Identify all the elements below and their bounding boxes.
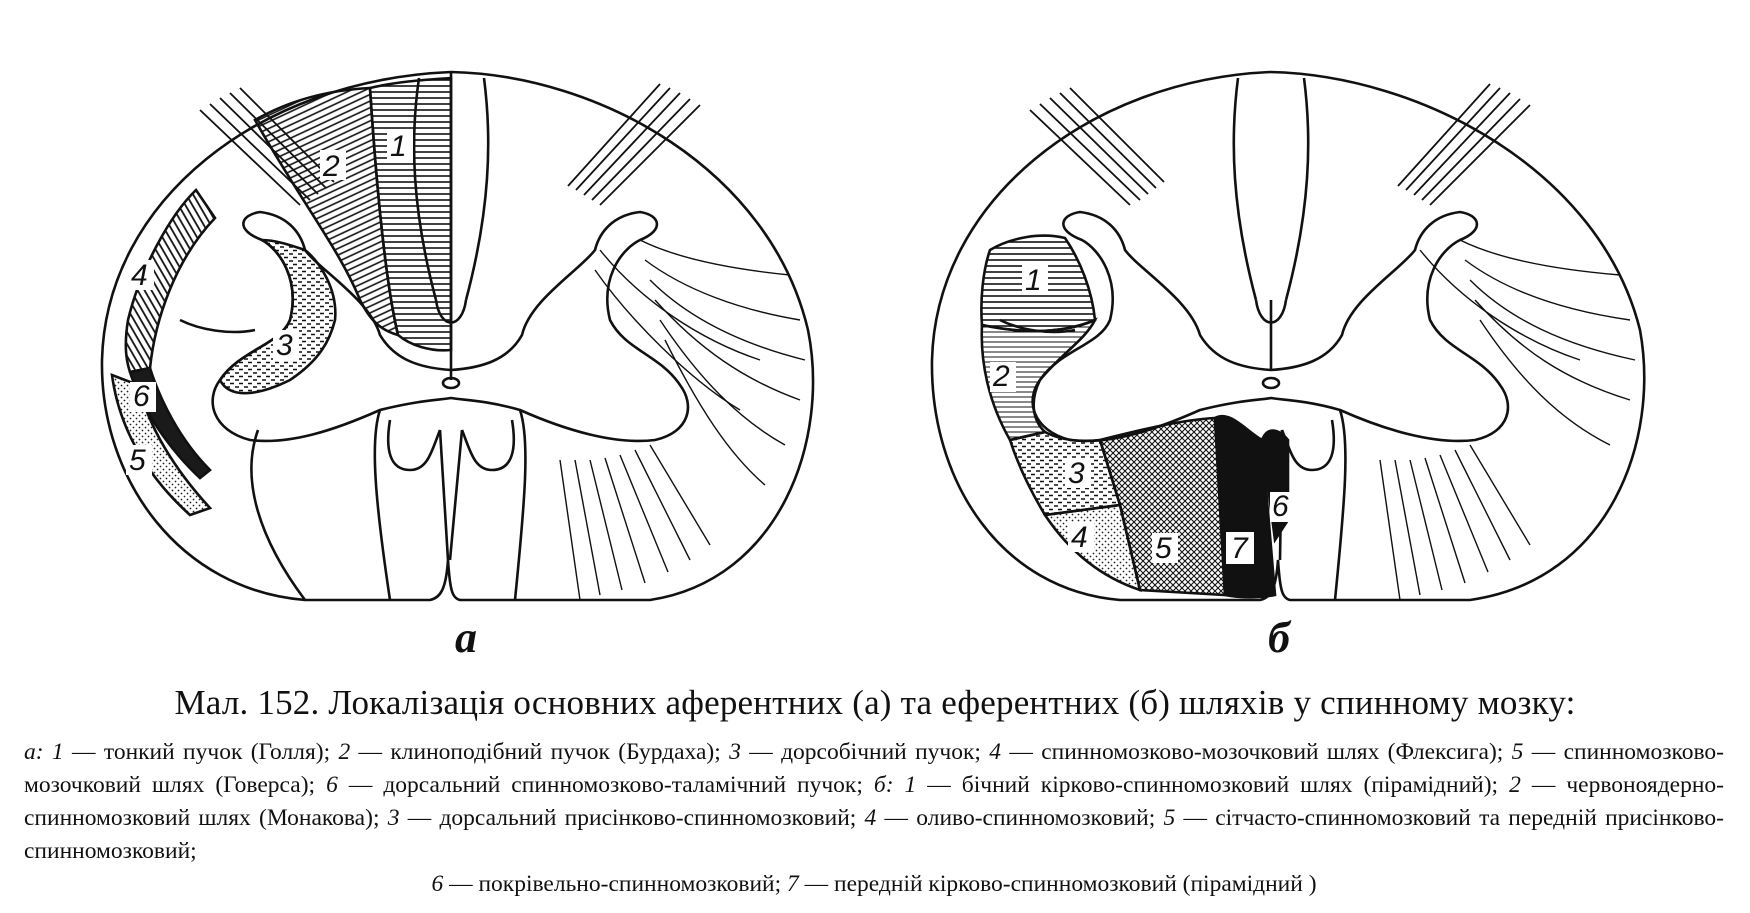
panel-b-label-7: 7 bbox=[1231, 532, 1249, 565]
spinal-cord-figure: 1 2 3 4 5 6 bbox=[100, 70, 1646, 602]
legend-text: — дорсальний спинномозково-таламічний пу… bbox=[337, 772, 874, 798]
legend-num: 6 bbox=[431, 871, 444, 897]
panel-a-label-3: 3 bbox=[276, 329, 293, 362]
legend-text: — дорсальний присінково-спинномозковий; bbox=[399, 805, 865, 831]
panel-b-label-5: 5 bbox=[1155, 532, 1172, 565]
panel-b-label-4: 4 bbox=[1071, 521, 1088, 554]
legend-text: — клиноподібний пучок (Бурдаха); bbox=[350, 739, 730, 765]
legend-text: — тонкий пучок (Голля); bbox=[63, 739, 339, 765]
panel-a-label-5: 5 bbox=[129, 444, 146, 477]
legend-num: 3 bbox=[729, 739, 741, 765]
legend-num: 5 bbox=[1511, 739, 1524, 765]
panel-a bbox=[100, 70, 815, 602]
legend-num: 4 bbox=[864, 805, 877, 831]
legend-num: 2 bbox=[338, 739, 351, 765]
panel-a-grey-matter bbox=[211, 210, 690, 443]
panel-a-label-4: 4 bbox=[131, 259, 148, 292]
legend-text: — спинномозково-мозочковий шлях (Флексиг… bbox=[1001, 739, 1512, 765]
panel-a-label-6: 6 bbox=[133, 380, 150, 413]
legend-text: — спинномозково-мозочковий шлях (Говерса… bbox=[24, 739, 1725, 798]
legend-text: — дорсобічний пучок; bbox=[740, 739, 990, 765]
panel-b-grey-matter bbox=[1031, 210, 1510, 443]
legend-text: — покрівельно-спинномозковий; bbox=[443, 871, 788, 897]
panel-b-label-2: 2 bbox=[992, 360, 1010, 393]
legend-a-prefix: а: bbox=[24, 739, 52, 765]
legend-num: 4 bbox=[989, 739, 1002, 765]
panel-b bbox=[930, 70, 1646, 602]
panel-a-label-1: 1 bbox=[390, 130, 407, 163]
legend-text: — передній кірково-спинномозковий (пірам… bbox=[798, 871, 1317, 897]
legend-a-items: 1 — тонкий пучок (Голля); 2 — клиноподіб… bbox=[24, 739, 1724, 798]
legend-num: 7 bbox=[787, 871, 799, 897]
legend-num: 1 bbox=[51, 739, 64, 765]
legend-num: 1 bbox=[904, 772, 917, 798]
legend-text: — червоноядерно-спинномозковий шлях (Мон… bbox=[24, 772, 1725, 831]
legend-num: 2 bbox=[1509, 772, 1521, 798]
legend-text: — бічний кірково-спинномозковий шлях (пі… bbox=[916, 772, 1510, 798]
panel-b-letter: б bbox=[1268, 613, 1290, 662]
panel-b-tract-5 bbox=[1098, 416, 1227, 597]
figure-caption-title: Мал. 152. Локалізація основних аферентни… bbox=[174, 683, 1576, 722]
panel-b-label-3: 3 bbox=[1068, 457, 1085, 490]
legend-last-line: 6 — покрівельно-спинномозковий; 7 — пере… bbox=[24, 868, 1724, 901]
panel-b-label-6: 6 bbox=[1272, 490, 1289, 523]
legend-text: — оливо-спинномозковий; bbox=[876, 805, 1164, 831]
figure-legend: а: 1 — тонкий пучок (Голля); 2 — клинопо… bbox=[24, 736, 1724, 901]
panel-a-tract-3 bbox=[218, 238, 337, 395]
legend-text: — сітчасто-спинномозковий та передній пр… bbox=[24, 805, 1724, 864]
legend-b-prefix: б: bbox=[873, 772, 905, 798]
legend-num: 6 bbox=[326, 772, 338, 798]
panel-a-outline bbox=[100, 70, 815, 602]
panel-a-letter: а bbox=[455, 613, 477, 662]
legend-b-items: 1 — бічний кірково-спинномозковий шлях (… bbox=[24, 772, 1724, 864]
panel-a-tract-2 bbox=[253, 86, 400, 337]
panel-a-tract-4 bbox=[124, 187, 217, 374]
panel-b-outline bbox=[930, 70, 1646, 602]
panel-b-label-1: 1 bbox=[1025, 264, 1042, 297]
legend-num: 3 bbox=[387, 805, 400, 831]
panel-a-label-2: 2 bbox=[322, 150, 340, 183]
legend-num: 5 bbox=[1163, 805, 1176, 831]
panel-b-tract-2 bbox=[980, 317, 1098, 442]
